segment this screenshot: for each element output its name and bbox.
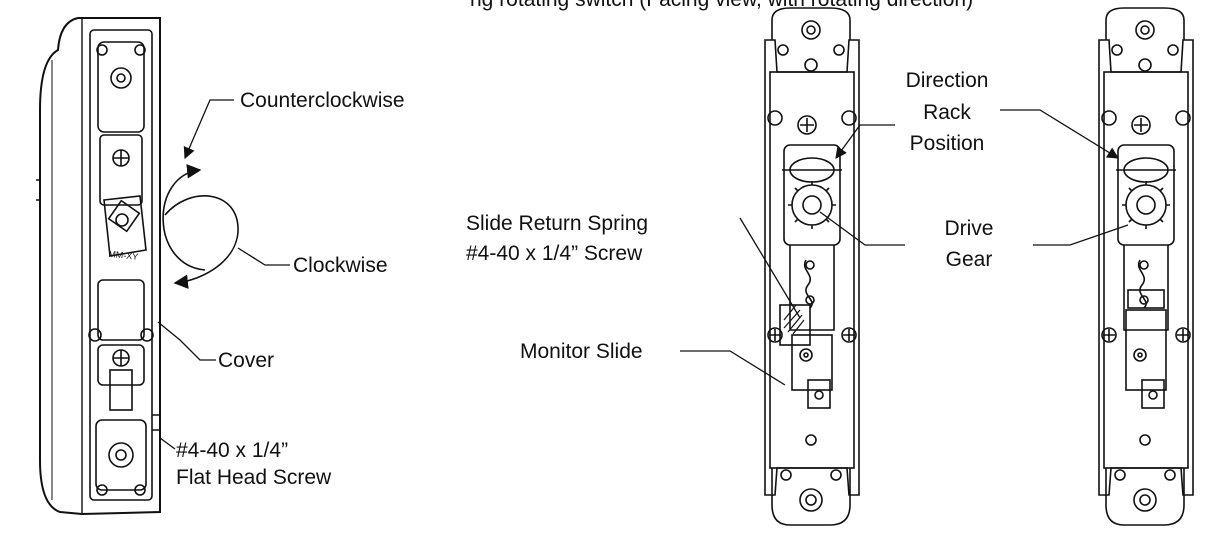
counterclockwise-leader — [183, 99, 234, 160]
screw-leader — [159, 437, 176, 450]
label-slide-spring-line2: #4-40 x 1/4” Screw — [466, 242, 643, 265]
cover-leader — [157, 321, 216, 361]
clockwise-arrow — [164, 195, 239, 289]
right-leader-lines — [680, 109, 1129, 386]
label-screw-line2: Flat Head Screw — [176, 466, 332, 489]
label-direction-line3: Position — [909, 132, 985, 155]
direction-leader-right — [1000, 109, 1119, 159]
label-monitor-slide: Monitor Slide — [520, 340, 643, 363]
label-direction-line2: Rack — [923, 101, 971, 124]
left-switch-assembly — [36, 17, 161, 516]
label-clockwise: Clockwise — [293, 254, 388, 277]
clockwise-leader — [237, 247, 290, 266]
drive-gear-leader-middle — [819, 211, 905, 246]
label-cover: Cover — [218, 349, 275, 372]
rotation-arrows — [162, 164, 239, 289]
label-counterclockwise: Counterclockwise — [240, 89, 405, 112]
label-screw-line1: #4-40 x 1/4” — [176, 439, 289, 462]
direction-leader-middle — [835, 124, 895, 159]
middle-switch-mechanism — [764, 7, 860, 526]
label-direction-line1: Direction — [905, 69, 989, 92]
label-drive-line2: Gear — [945, 248, 993, 271]
right-switch-mechanism — [1098, 7, 1194, 526]
counterclockwise-arrow — [162, 164, 206, 271]
monitor-slide-leader — [680, 350, 786, 386]
header-partial-text: ng rotating switch (Facing view, with ro… — [470, 0, 973, 12]
label-drive-line1: Drive — [944, 217, 994, 240]
slide-spring-leader — [739, 217, 801, 319]
drive-gear-leader-right — [1033, 224, 1129, 246]
label-slide-spring-line1: Slide Return Spring — [466, 212, 649, 235]
part-marking: MM-XY — [108, 249, 139, 262]
clipped-header-text: ng rotating switch (Facing view, with ro… — [0, 0, 1221, 18]
left-leader-lines — [157, 99, 290, 450]
